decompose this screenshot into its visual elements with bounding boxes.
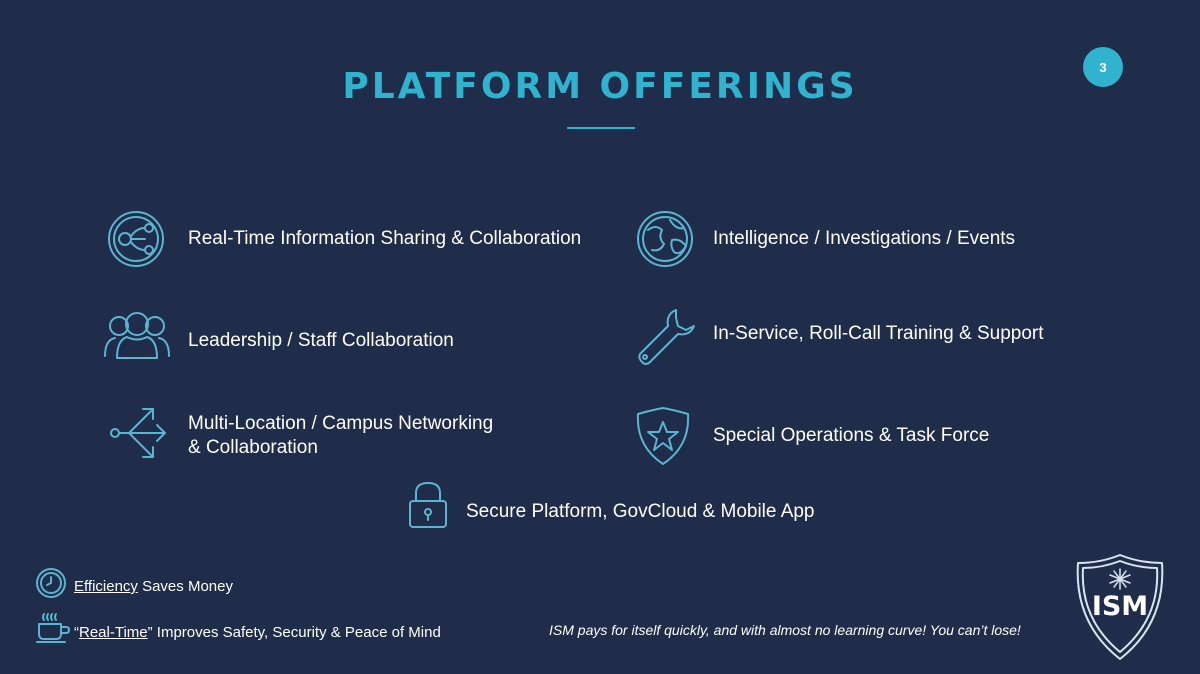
- offering-multilocation: Multi-Location / Campus Networking & Col…: [188, 412, 493, 460]
- footer-efficiency: Efficiency Saves Money: [74, 578, 233, 595]
- wrench-icon: [636, 306, 698, 368]
- offering-multilocation-line2: & Collaboration: [188, 437, 318, 458]
- efficiency-text: Saves Money: [137, 578, 233, 595]
- network-globe-icon: [107, 210, 165, 268]
- offering-secure-platform: Secure Platform, GovCloud & Mobile App: [466, 501, 815, 522]
- title-underline: [567, 127, 635, 129]
- offering-realtime-sharing: Real-Time Information Sharing & Collabor…: [188, 228, 582, 249]
- footer-tagline: ISM pays for itself quickly, and with al…: [549, 622, 1021, 638]
- offering-special-operations: Special Operations & Task Force: [713, 425, 990, 446]
- coffee-cup-icon: [36, 612, 72, 644]
- page-number-badge: 3: [1083, 47, 1123, 87]
- people-group-icon: [103, 310, 171, 362]
- star-badge-icon: [634, 406, 692, 466]
- ism-shield-logo: ISM: [1074, 553, 1166, 661]
- realtime-link[interactable]: Real-Time: [79, 624, 148, 641]
- offering-leadership: Leadership / Staff Collaboration: [188, 330, 454, 351]
- footer-realtime: “Real-Time” Improves Safety, Security & …: [74, 624, 441, 641]
- offering-intelligence: Intelligence / Investigations / Events: [713, 228, 1016, 249]
- offering-training: In-Service, Roll-Call Training & Support: [713, 323, 1044, 344]
- padlock-icon: [406, 479, 450, 531]
- realtime-text: ” Improves Safety, Security & Peace of M…: [147, 624, 441, 641]
- arrows-branch-icon: [107, 405, 169, 461]
- ism-logo-text: ISM: [1091, 591, 1149, 622]
- realtime-open-quote: “: [74, 624, 79, 641]
- offering-multilocation-line1: Multi-Location / Campus Networking: [188, 413, 494, 434]
- stopwatch-icon: [35, 567, 67, 599]
- globe-icon: [636, 210, 694, 268]
- efficiency-link[interactable]: Efficiency: [74, 578, 138, 595]
- slide-title: PLATFORM OFFERINGS: [342, 66, 858, 107]
